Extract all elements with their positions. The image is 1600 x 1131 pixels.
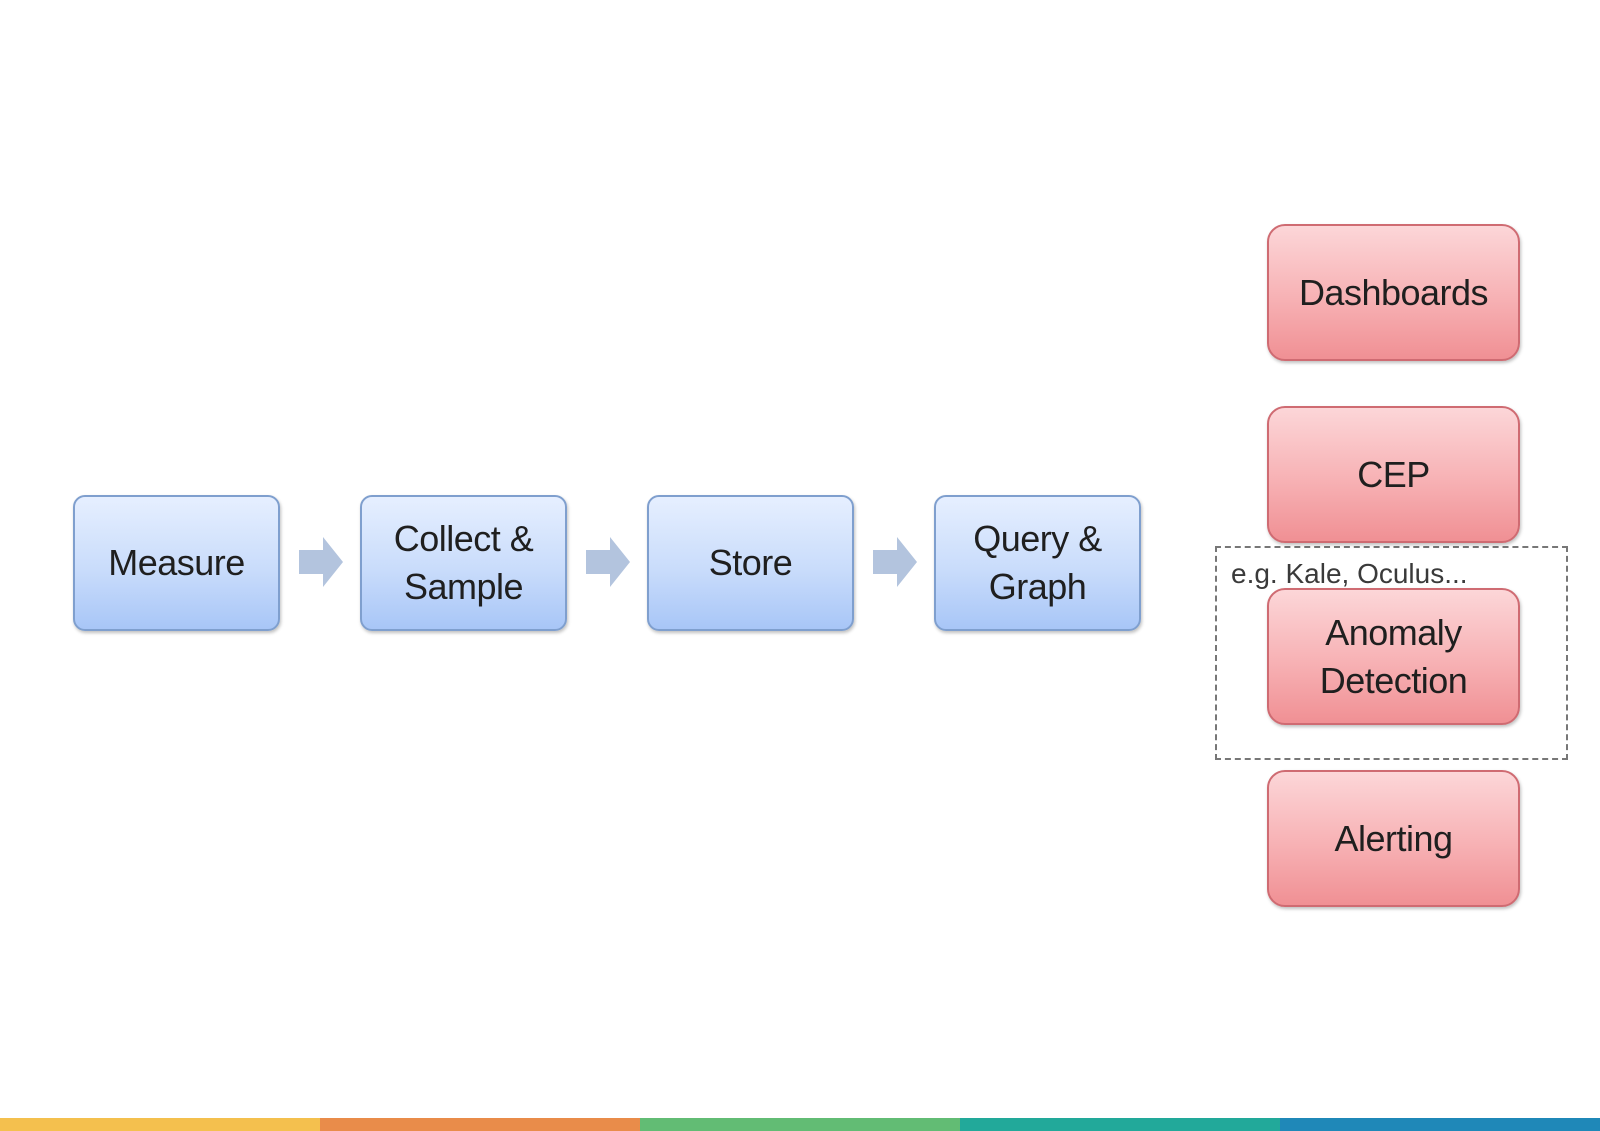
step-store: Store bbox=[647, 495, 854, 631]
footer-stripe-segment bbox=[1280, 1118, 1600, 1131]
consumer-cep: CEP bbox=[1267, 406, 1520, 543]
footer-stripe-segment bbox=[960, 1118, 1280, 1131]
right-arrow-icon bbox=[873, 537, 917, 587]
footer-stripe-segment bbox=[320, 1118, 640, 1131]
footer-stripe-segment bbox=[640, 1118, 960, 1131]
footer-stripe-segment bbox=[0, 1118, 320, 1131]
right-arrow-icon bbox=[299, 537, 343, 587]
anomaly-tools-group bbox=[1215, 546, 1568, 760]
consumer-alerting: Alerting bbox=[1267, 770, 1520, 907]
group-note: e.g. Kale, Oculus... bbox=[1231, 558, 1468, 589]
consumer-dashboards: Dashboards bbox=[1267, 224, 1520, 361]
right-arrow-icon bbox=[586, 537, 630, 587]
step-collect-sample: Collect & Sample bbox=[360, 495, 567, 631]
footer-color-stripe bbox=[0, 1118, 1600, 1131]
consumer-anomaly-detection: Anomaly Detection bbox=[1267, 588, 1520, 725]
step-query-graph: Query & Graph bbox=[934, 495, 1141, 631]
step-measure: Measure bbox=[73, 495, 280, 631]
